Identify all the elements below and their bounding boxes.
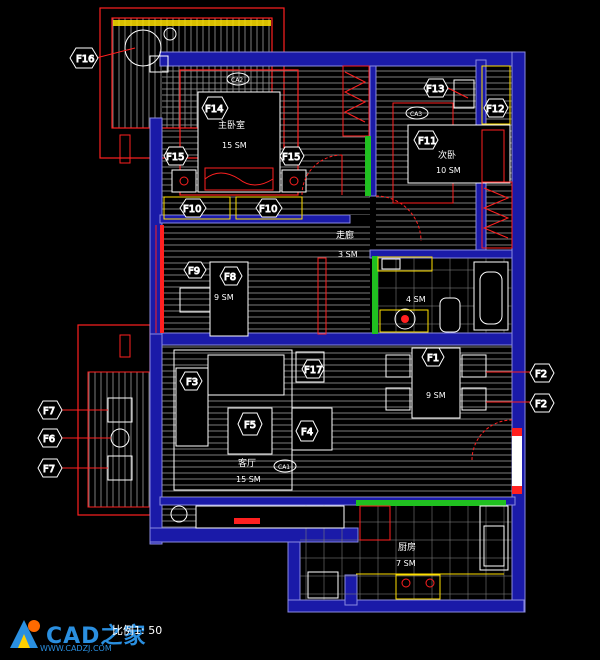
- logo-url: WWW.CADZJ.COM: [40, 644, 112, 653]
- leader-lines: [62, 47, 530, 469]
- tags: F16 F14 F15 F15 F10 F10 F13 F12 F11 F9 F…: [37, 47, 555, 478]
- tag-f16: F16: [69, 47, 99, 69]
- living-room-name: 客厅: [238, 457, 256, 469]
- tag-f8: F8: [219, 266, 243, 286]
- tag-f4: F4: [295, 420, 319, 442]
- svg-text:F5: F5: [244, 420, 256, 431]
- kitchen: 厨房 7 SM: [307, 500, 509, 600]
- svg-text:F13: F13: [426, 84, 444, 95]
- tag-f12: F12: [483, 98, 509, 118]
- tag-f2-bottom: F2: [529, 393, 555, 413]
- master-bedroom-name: 主卧室: [218, 119, 245, 131]
- second-bedroom-area: 10 SM: [436, 166, 461, 175]
- svg-text:F3: F3: [186, 377, 198, 388]
- tag-f5: F5: [237, 412, 263, 436]
- tag-f15-left: F15: [163, 146, 189, 166]
- tag-f15-right: F15: [279, 146, 305, 166]
- logo-brand: CAD之家: [46, 624, 147, 649]
- tag-f1: F1: [421, 347, 445, 367]
- corridor-area: 3 SM: [338, 250, 358, 259]
- dining-area: 9 SM: [426, 391, 446, 400]
- svg-text:F16: F16: [76, 54, 94, 65]
- svg-text:F9: F9: [188, 266, 200, 277]
- svg-text:F10: F10: [259, 204, 277, 215]
- master-bedroom-code: CA2: [231, 77, 243, 84]
- scale-label: 比例1: 50: [112, 624, 163, 637]
- master-bedroom-area: 15 SM: [222, 141, 247, 150]
- tag-f7-top: F7: [37, 400, 63, 420]
- kitchen-name: 厨房: [398, 541, 416, 553]
- living-room-area: 15 SM: [236, 475, 261, 484]
- left-balcony: [77, 324, 151, 516]
- bathroom-area: 4 SM: [406, 295, 426, 304]
- svg-text:F6: F6: [43, 434, 55, 445]
- svg-text:F8: F8: [224, 272, 236, 283]
- second-bedroom-code: CA3: [410, 111, 422, 118]
- tag-f10-left: F10: [179, 198, 207, 218]
- study-area: 9 SM: [214, 293, 234, 302]
- corridor-study: 走廊 3 SM 9 SM: [155, 225, 358, 337]
- svg-text:F11: F11: [418, 136, 436, 147]
- svg-text:F4: F4: [301, 427, 313, 438]
- svg-text:F10: F10: [183, 204, 201, 215]
- tag-f14: F14: [201, 96, 229, 120]
- cad-logo-icon: [10, 620, 40, 648]
- svg-text:F14: F14: [205, 104, 223, 115]
- tag-f10-right: F10: [255, 198, 283, 218]
- svg-text:F2: F2: [535, 369, 547, 380]
- second-bedroom-name: 次卧: [438, 149, 456, 161]
- tag-f11: F11: [413, 130, 439, 150]
- svg-text:F17: F17: [304, 365, 322, 376]
- svg-text:F15: F15: [282, 152, 300, 163]
- dining: 9 SM: [385, 347, 522, 494]
- bathroom: 4 SM: [372, 256, 509, 334]
- svg-text:F2: F2: [535, 399, 547, 410]
- tag-f7-bottom: F7: [37, 458, 63, 478]
- tag-f17: F17: [301, 359, 325, 379]
- tag-f3: F3: [179, 371, 203, 391]
- corridor-name: 走廊: [336, 229, 354, 241]
- tag-f9: F9: [183, 261, 207, 279]
- tag-f6: F6: [37, 428, 63, 448]
- svg-text:F7: F7: [43, 406, 55, 417]
- svg-text:F1: F1: [427, 353, 439, 364]
- svg-text:F12: F12: [486, 104, 504, 115]
- tag-f13: F13: [423, 78, 449, 98]
- living-room-code: CA1: [278, 464, 290, 471]
- svg-text:F15: F15: [166, 152, 184, 163]
- tag-f2-top: F2: [529, 363, 555, 383]
- svg-text:F7: F7: [43, 464, 55, 475]
- kitchen-area: 7 SM: [396, 559, 416, 568]
